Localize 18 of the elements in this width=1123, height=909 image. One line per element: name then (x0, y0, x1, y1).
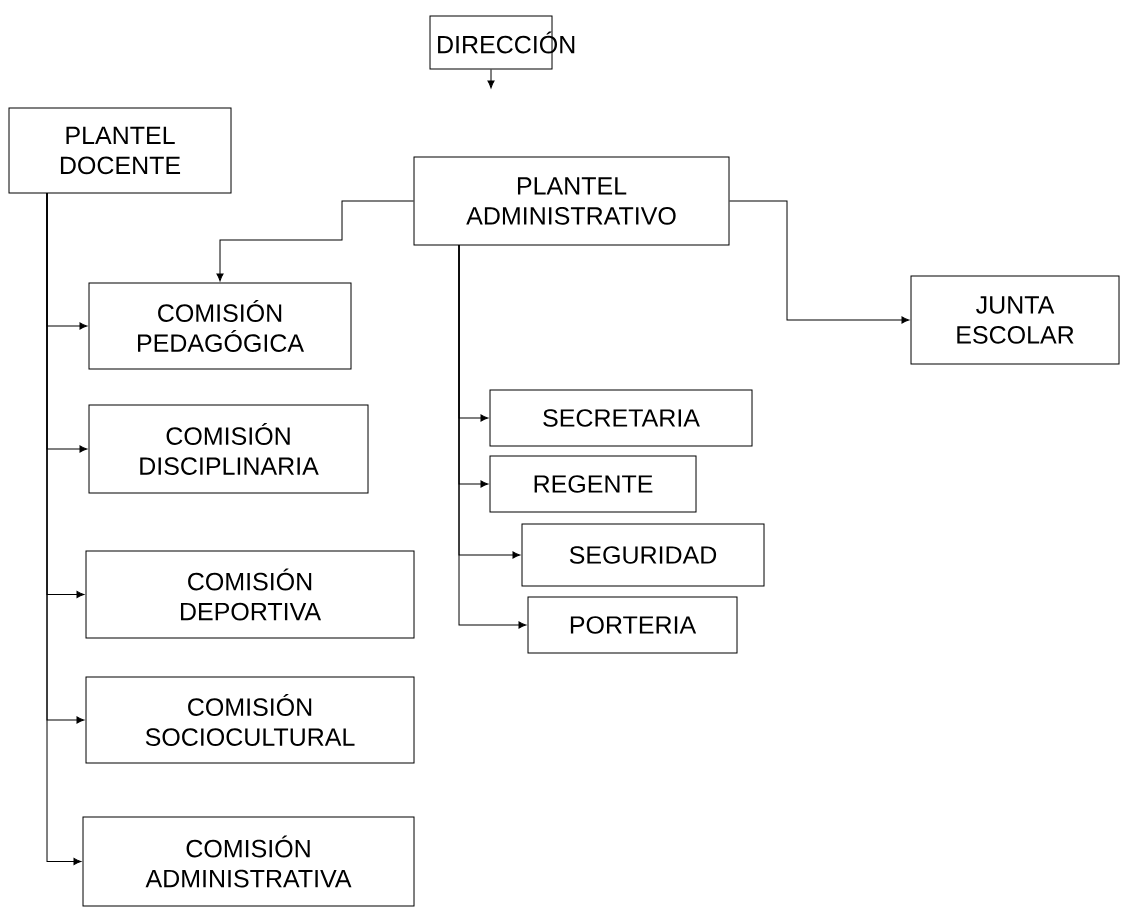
org-box: PLANTEL DOCENTE (8, 107, 232, 194)
org-box: COMISIÓN DISCIPLINARIA (88, 404, 369, 494)
org-box: JUNTA ESCOLAR (910, 275, 1120, 365)
org-box: REGENTE (489, 455, 697, 513)
org-box: PLANTEL ADMINISTRATIVO (413, 156, 730, 246)
org-box: COMISIÓN ADMINISTRATIVA (82, 816, 415, 907)
org-box: COMISIÓN DEPORTIVA (85, 550, 415, 639)
connector-arrow (458, 244, 527, 629)
org-box: SEGURIDAD (521, 523, 765, 587)
org-box: COMISIÓN PEDAGÓGICA (88, 282, 352, 370)
connector-arrow (487, 69, 495, 89)
org-box: DIRECCIÓN (429, 15, 575, 70)
connector-arrow (216, 200, 414, 282)
connector-arrow (729, 200, 910, 324)
org-box: COMISIÓN SOCIOCULTURAL (85, 676, 415, 764)
org-box: SECRETARIA (489, 389, 753, 447)
org-box: PORTERIA (527, 596, 738, 654)
connector-arrow (46, 192, 82, 866)
